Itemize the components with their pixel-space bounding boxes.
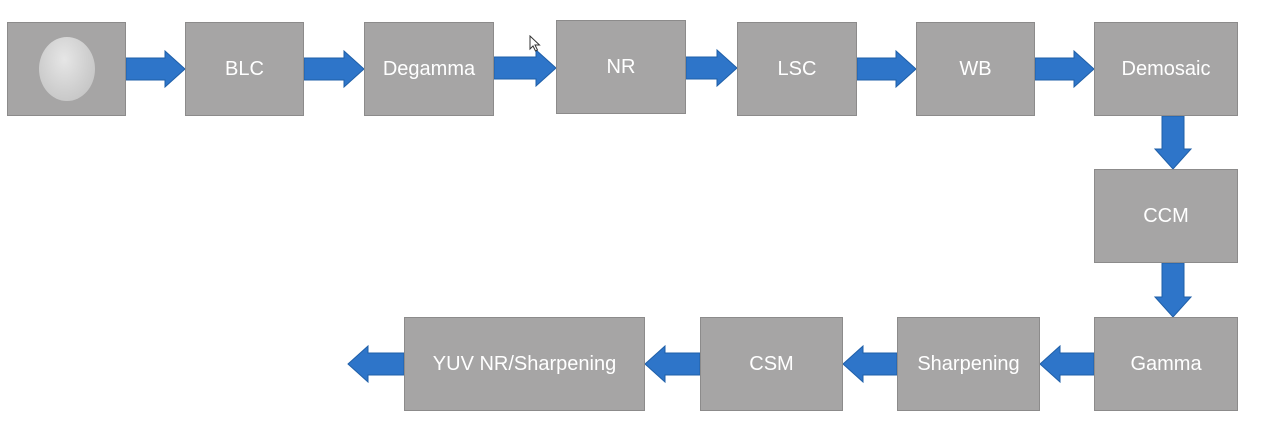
stage-demosaic: Demosaic (1094, 22, 1238, 116)
arrow-left-icon (644, 344, 701, 384)
stage-wb: WB (916, 22, 1035, 116)
image-sensor-circle-icon (38, 37, 95, 101)
stage-ccm: CCM (1094, 169, 1238, 263)
arrow-left-icon (347, 344, 405, 384)
arrow-right-icon (493, 48, 557, 88)
stage-label: Degamma (382, 57, 476, 80)
stage-label: CCM (1143, 204, 1189, 227)
arrow-right-icon (303, 49, 365, 89)
arrow-left-icon (842, 344, 898, 384)
arrow-down-icon (1153, 262, 1193, 318)
stage-label: LSC (777, 57, 817, 80)
stage-csm: CSM (700, 317, 843, 411)
stage-sharpening: Sharpening (897, 317, 1040, 411)
stage-yuv-nr-sharpening: YUV NR/Sharpening (404, 317, 645, 411)
stage-label: Sharpening (917, 352, 1020, 375)
mouse-cursor-icon (529, 35, 541, 52)
stage-label: Demosaic (1121, 57, 1211, 80)
stage-gamma: Gamma (1094, 317, 1238, 411)
arrow-left-icon (1039, 344, 1095, 384)
stage-label: NR (606, 55, 636, 78)
arrow-right-icon (685, 48, 738, 88)
source-sensor-box (7, 22, 126, 116)
arrow-right-icon (125, 49, 186, 89)
stage-degamma: Degamma (364, 22, 494, 116)
stage-label: BLC (225, 57, 264, 80)
arrow-down-icon (1153, 115, 1193, 170)
stage-label: YUV NR/Sharpening (432, 352, 617, 375)
stage-nr: NR (556, 20, 686, 114)
stage-label: WB (959, 57, 992, 80)
stage-blc: BLC (185, 22, 304, 116)
arrow-right-icon (856, 49, 917, 89)
stage-lsc: LSC (737, 22, 857, 116)
stage-label: CSM (749, 352, 794, 375)
arrow-right-icon (1034, 49, 1095, 89)
stage-label: Gamma (1130, 352, 1202, 375)
